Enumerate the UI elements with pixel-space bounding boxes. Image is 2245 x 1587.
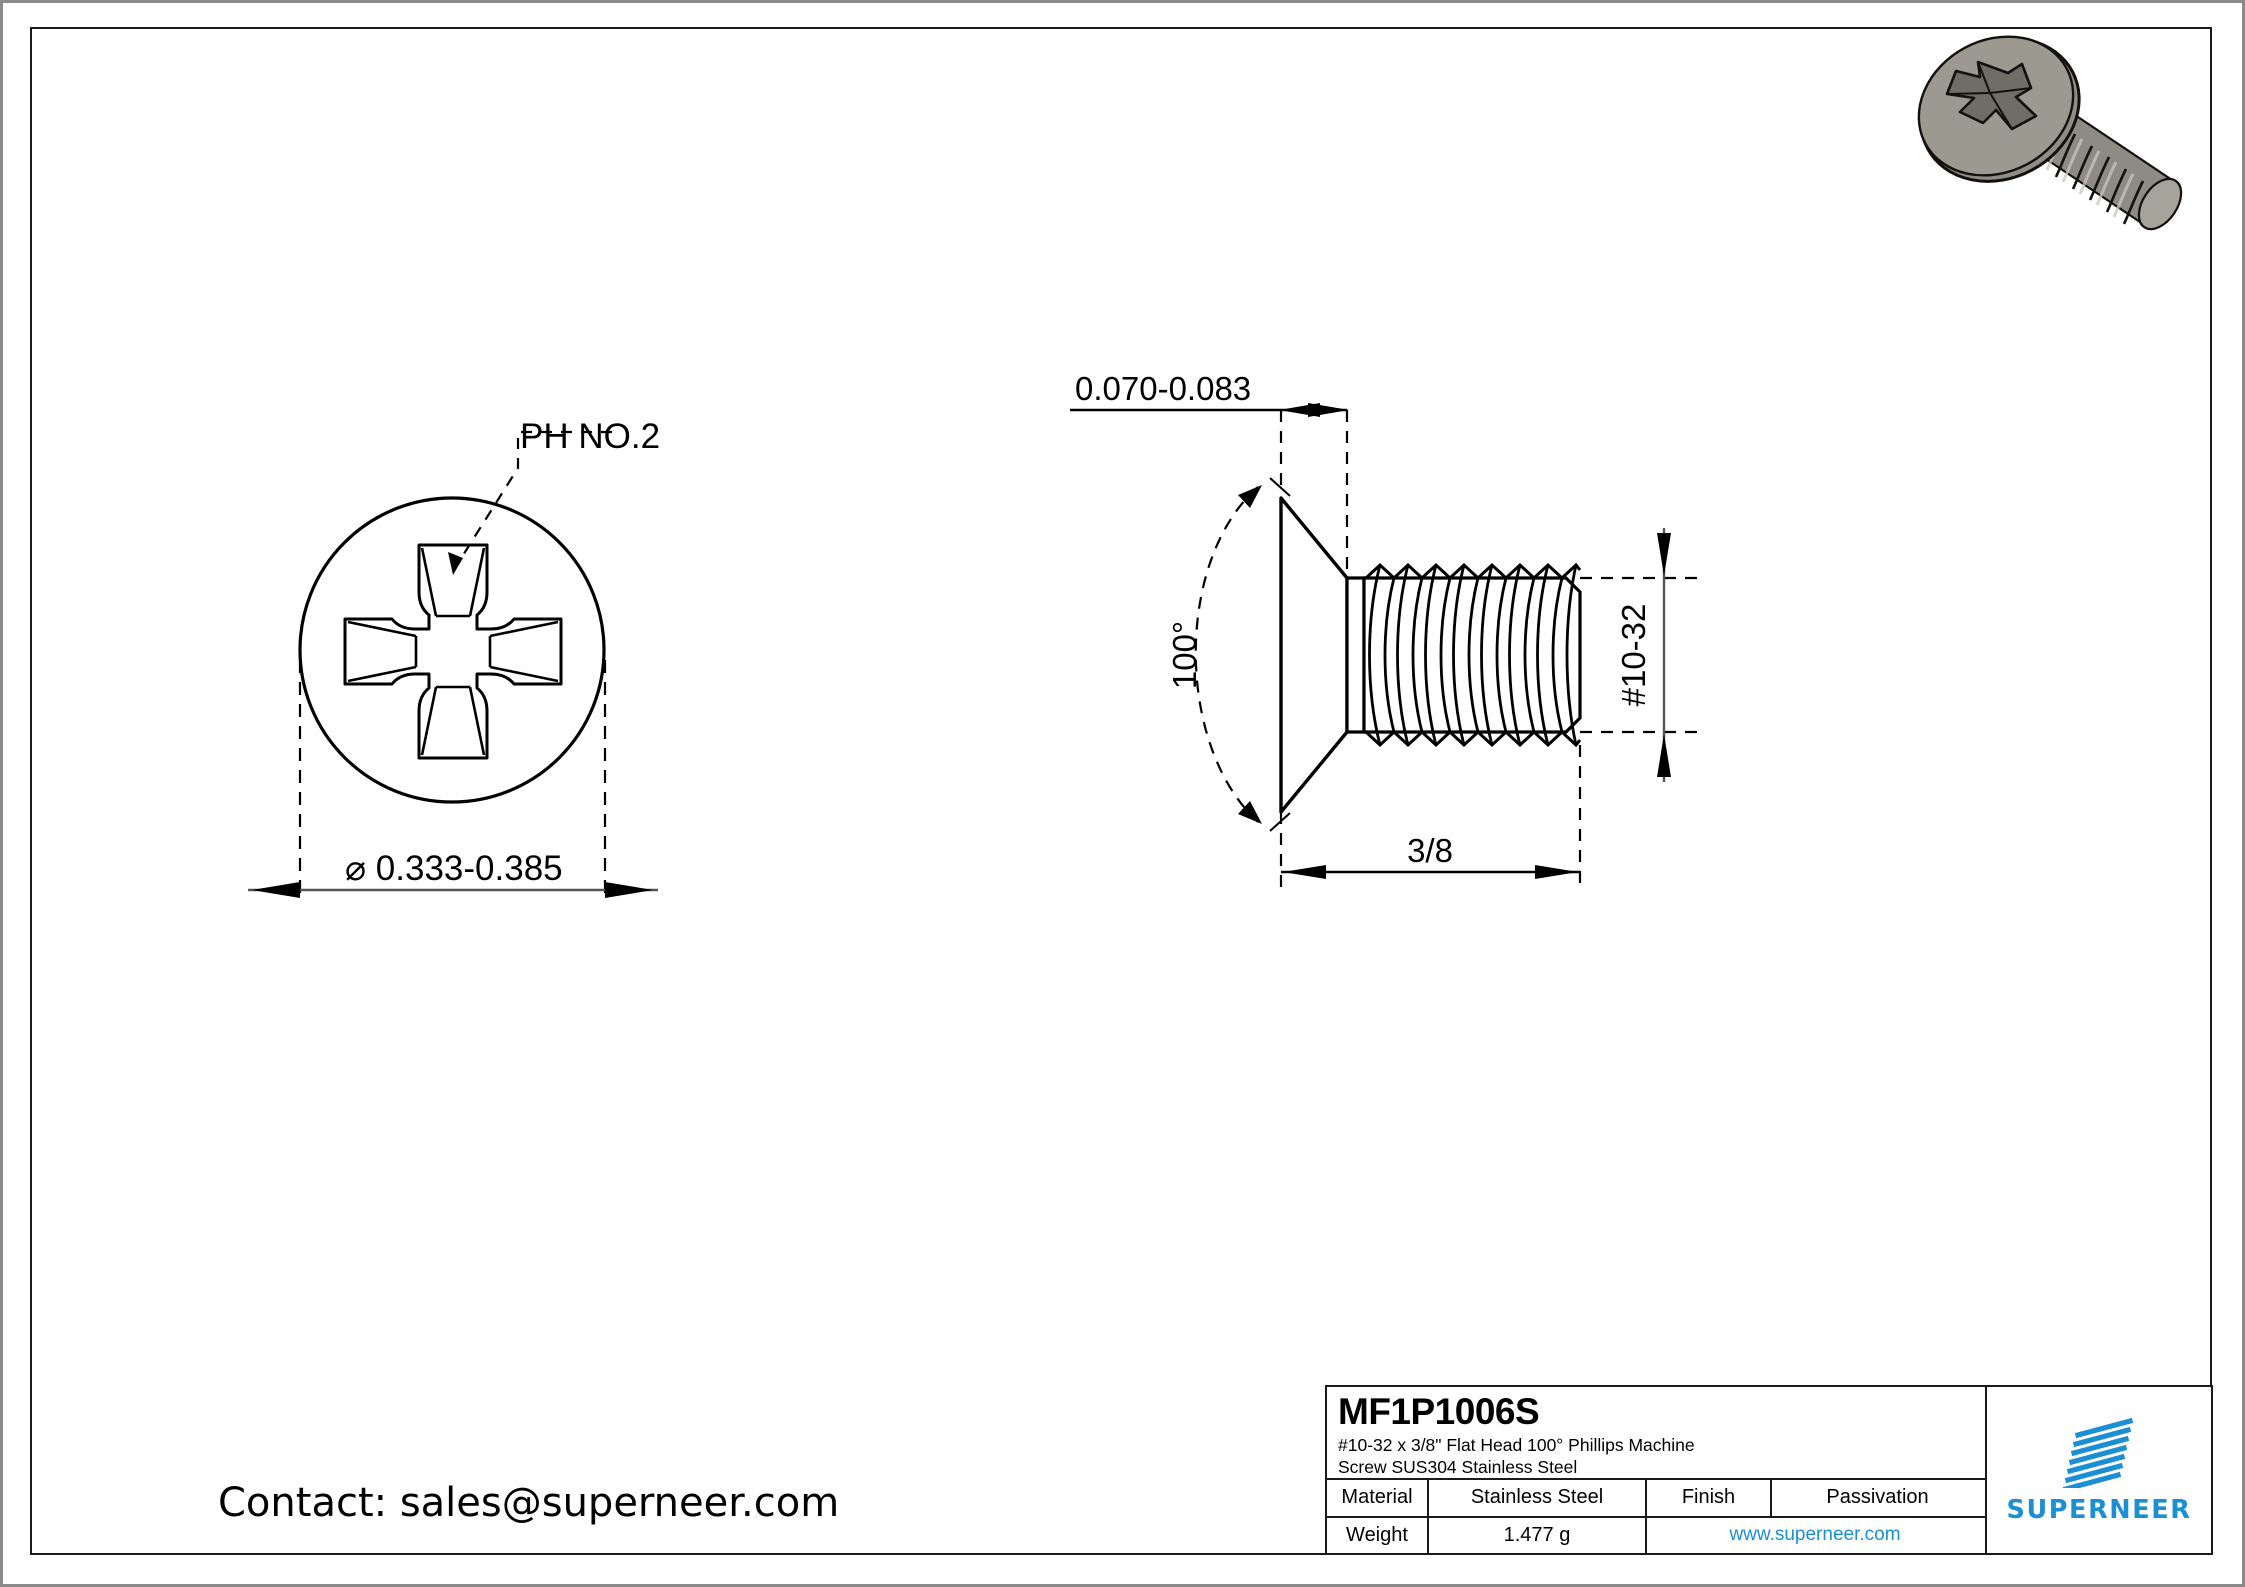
render-shank [2038,113,2183,231]
table-row: Material Stainless Steel Finish Passivat… [1327,1480,1985,1518]
thread-size-arrow-top [1657,533,1671,576]
head-height-dimension-label: 0.070-0.083 [1075,370,1251,407]
phillips-cross-recess-icon [343,543,563,760]
title-block: MF1P1006S #10-32 x 3/8" Flat Head 100° P… [1325,1385,2213,1555]
thread-helix-lines [1368,564,1578,746]
title-block-header: MF1P1006S #10-32 x 3/8" Flat Head 100° P… [1327,1387,1985,1480]
brand-logo-cell: SUPERNEER [1987,1387,2211,1553]
material-label: Material [1327,1480,1429,1516]
thread-size-arrow-bottom [1657,734,1671,777]
diameter-arrow-right [605,882,653,898]
title-block-info: MF1P1006S #10-32 x 3/8" Flat Head 100° P… [1327,1387,1987,1553]
length-arrow-right [1535,865,1578,879]
countersunk-head-profile [1279,496,1349,814]
countersink-angle-arc [1194,486,1259,823]
ph-callout-leader-line [459,430,612,561]
weight-value: 1.477 g [1429,1517,1647,1553]
head-height-arrow-right [1308,403,1349,417]
diameter-dimension-label: ⌀ 0.333-0.385 [345,849,563,888]
countersink-angle-arrow-bottom [1238,801,1262,824]
shank-root [1345,576,1366,734]
part-description-line2: Screw SUS304 Stainless Steel [1338,1457,1578,1477]
length-arrow-left [1283,865,1326,879]
render-recess-facets [1946,61,2032,130]
countersink-angle-label: 100° [1166,621,1203,689]
superneer-striped-parallelogram-logo [2062,1417,2134,1488]
front-view-group: PH NO.2 ⌀ 0.333-0.385 [248,417,660,898]
brand-name: SUPERNEER [2006,1494,2192,1525]
material-value: Stainless Steel [1429,1480,1647,1516]
recess-taper-lines [347,547,559,756]
side-view-group: 0.070-0.083 100° #10-32 3/8 [1070,370,1700,890]
part-description-line1: #10-32 x 3/8" Flat Head 100° Phillips Ma… [1338,1435,1695,1455]
ph-callout-arrowhead [448,552,463,575]
website-link[interactable]: www.superneer.com [1729,1524,1901,1546]
table-row: Weight 1.477 g www.superneer.com [1327,1517,1985,1553]
length-dimension-label: 3/8 [1407,832,1453,869]
part-number: MF1P1006S [1338,1391,1540,1432]
finish-label: Finish [1647,1480,1772,1516]
thread-size-label: #10-32 [1615,604,1652,707]
diameter-arrow-left [252,882,300,898]
ph-callout-label: PH NO.2 [520,417,660,456]
weight-label: Weight [1327,1517,1429,1553]
screw-3d-render-icon [1917,35,2183,231]
countersink-angle-arrow-top [1238,485,1262,508]
contact-text: Contact: sales@superneer.com [218,1480,840,1526]
finish-value: Passivation [1826,1486,1929,1509]
